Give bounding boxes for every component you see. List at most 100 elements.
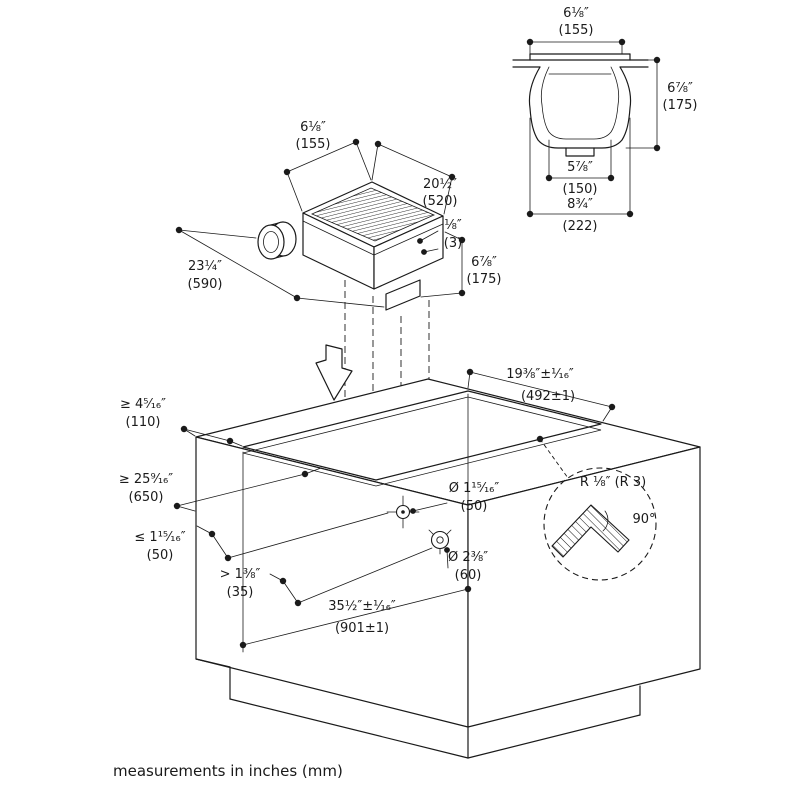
extension-line (297, 547, 433, 604)
extension-line (286, 171, 303, 212)
dim-hole-small-in: Ø 1¹⁵⁄₁₆″ (449, 481, 500, 496)
dim-module-width-in: 6⅛″ (300, 120, 326, 135)
dim-line (286, 141, 357, 173)
down-arrow-icon (315, 344, 353, 401)
dim-clear-min-in: > 1⅜″ (220, 567, 261, 582)
cabinet-right-face (467, 446, 701, 728)
dim-cutout-length-in: 35½″±¹⁄₁₆″ (328, 599, 396, 614)
dim-cutout-length-mm: (901±1) (335, 621, 389, 636)
detail-leader (539, 438, 569, 479)
knob-tick (446, 529, 452, 535)
dim-dot (352, 138, 360, 146)
dim-cs-inner-mm: (150) (563, 182, 598, 197)
extension-line (227, 512, 389, 559)
worktop-view: ≥ 4⁵⁄₁₆″ (110) ≥ 25⁹⁄₁₆″ (650) ≤ 1¹⁵⁄₁₆″… (119, 367, 701, 759)
module-body-inner (540, 66, 620, 140)
dim-dot (545, 174, 553, 182)
dim-cs-inner-in: 5⅞″ (567, 160, 593, 175)
dim-line (211, 533, 229, 559)
leader-dot (410, 508, 416, 514)
dim-dot (279, 577, 287, 585)
dim-cs-height-mm: (175) (663, 98, 698, 113)
dim-dot (301, 470, 309, 478)
knob-icon (428, 529, 452, 555)
dim-dot (226, 437, 234, 445)
dim-dot (448, 173, 456, 181)
grill-surface (310, 187, 436, 242)
plinth (195, 658, 641, 759)
plinth-edge (195, 658, 231, 668)
extension-line (296, 297, 385, 308)
dim-line (242, 588, 469, 646)
dim-module-width-mm: (155) (296, 137, 331, 152)
dim-hole-small-mm: (50) (461, 499, 488, 514)
dim-line (282, 580, 299, 604)
dim-dot (626, 210, 634, 218)
detail-angle-label: 90° (632, 512, 655, 527)
dim-dot (464, 585, 472, 593)
leader-line (419, 230, 439, 242)
rim-line (373, 223, 444, 256)
dim-dot (458, 289, 466, 297)
knob-tick (428, 529, 434, 535)
dim-dot (283, 168, 291, 176)
dim-cs-top-in: 6⅛″ (563, 6, 589, 21)
dim-edge-max-mm: (50) (147, 548, 174, 563)
worktop-cutout (242, 390, 602, 481)
dim-module-height-in: 6⅞″ (471, 255, 497, 270)
rim-line (302, 220, 375, 256)
dim-dot (607, 174, 615, 182)
dim-cs-height-in: 6⅞″ (667, 81, 693, 96)
dim-hole-large-in: Ø 2⅜″ (448, 550, 488, 565)
detail-view: R ⅛″ (R 3) 90° (536, 435, 657, 581)
dim-dot (173, 502, 181, 510)
extension-line (420, 292, 463, 298)
dim-cutout-depth-in: 19⅜″±¹⁄₁₆″ (506, 367, 574, 382)
junction-box (385, 279, 421, 311)
dim-dot (458, 236, 466, 244)
dim-dot (653, 56, 661, 64)
duct-opening (263, 231, 279, 253)
dim-module-length-in: 20½″ (423, 177, 457, 192)
dim-module-length-mm: (520) (423, 194, 458, 209)
dim-dot (417, 238, 423, 244)
dim-module-height-mm: (175) (467, 272, 502, 287)
dim-dot (466, 368, 474, 376)
duct-connector (257, 221, 297, 260)
dim-front-min-in: ≥ 4⁵⁄₁₆″ (120, 397, 166, 412)
dim-line (176, 473, 306, 507)
dim-dot (180, 425, 188, 433)
knob-outer (430, 530, 450, 550)
dim-edge-max-in: ≤ 1¹⁵⁄₁₆″ (134, 530, 185, 545)
knob-inner (436, 536, 444, 544)
detail-radius-label: R ⅛″ (R 3) (580, 475, 646, 490)
module-body-outer (528, 66, 632, 149)
detail-circle (543, 467, 657, 581)
leader-dot (444, 547, 450, 553)
dim-dot (208, 530, 216, 538)
dim-module-overall-in: 23¼″ (188, 259, 222, 274)
dim-dot (175, 226, 183, 234)
dim-module-lip-in: ⅛″ (444, 218, 462, 233)
extension-line (355, 141, 372, 181)
angle-arc (602, 510, 609, 532)
dim-dot (421, 249, 427, 255)
dim-depth-min-mm: (650) (129, 490, 164, 505)
dim-cutout-depth-mm: (492±1) (521, 389, 575, 404)
dim-line (178, 229, 298, 299)
units-note: measurements in inches (mm) (113, 762, 343, 780)
dim-module-lip-mm: (3) (444, 236, 462, 251)
dim-dot (618, 38, 626, 46)
cutout-inner-edge (242, 396, 602, 487)
dim-module-overall-mm: (590) (188, 277, 223, 292)
extension-line (371, 143, 379, 181)
dim-dot (224, 554, 232, 562)
module-view: 6⅛″ (155) 20½″ (520) ⅛″ (3) 6⅞″ (175) 23… (175, 120, 502, 311)
dim-line (469, 371, 613, 408)
dim-dot (526, 210, 534, 218)
corner-profile (551, 504, 630, 558)
dim-dot (239, 641, 247, 649)
leader-line (446, 549, 449, 569)
